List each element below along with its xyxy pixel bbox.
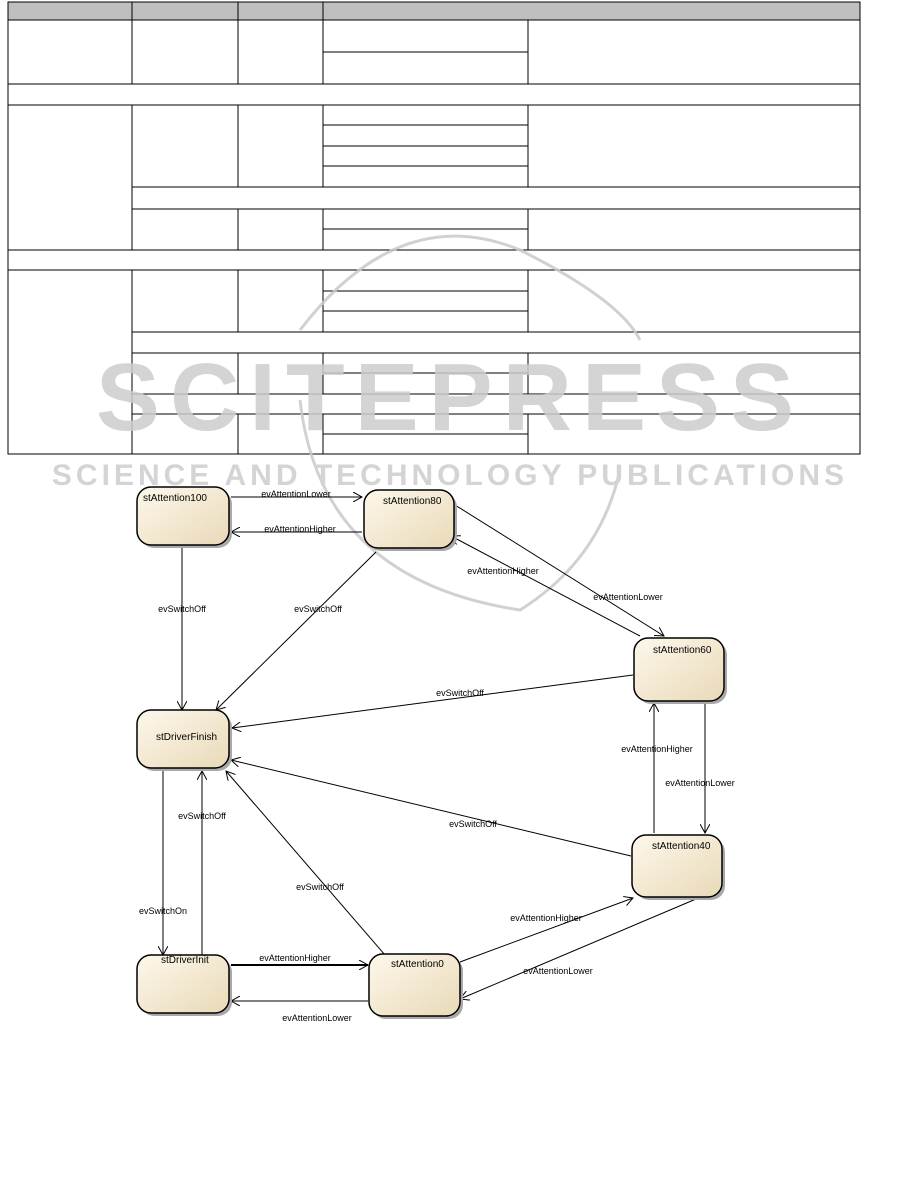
transition-label: evAttentionLower (593, 592, 663, 602)
table-cell (322, 104, 529, 126)
watermark-swoosh-top (298, 234, 642, 341)
table-cell (131, 19, 239, 85)
table-cell (237, 104, 324, 188)
transition-edge (226, 771, 386, 956)
table-cell (322, 208, 529, 230)
transition-label: evAttentionHigher (467, 566, 539, 576)
table-header-cell (322, 1, 861, 21)
state-node-stAttention60: stAttention60 (633, 637, 727, 704)
state-diagram: evAttentionLower evAttentionHigher evSwi… (136, 486, 735, 1023)
table-header-cell (7, 1, 133, 21)
state-label: stAttention40 (652, 841, 711, 852)
table-cell (527, 269, 861, 333)
transition-label: evAttentionHigher (259, 953, 331, 963)
state-node-stAttention80: stAttention80 (363, 489, 457, 551)
table-cell (322, 290, 529, 312)
table-cell (131, 269, 239, 333)
data-table (7, 1, 861, 455)
table-cell (527, 104, 861, 188)
table-cell (237, 208, 324, 251)
state-box (633, 637, 725, 702)
transition-label: evAttentionLower (665, 778, 735, 788)
table-span-row (7, 249, 861, 271)
watermark-title: SCITEPRESS (96, 344, 804, 451)
transition-edge (451, 536, 641, 637)
table-cell (322, 124, 529, 147)
table-cell (322, 51, 529, 85)
table-cell (131, 208, 239, 251)
transition-label: evSwitchOff (158, 604, 206, 614)
table-cell (322, 165, 529, 188)
transition-label: evAttentionHigher (510, 913, 582, 923)
scitepress-watermark: SCITEPRESS SCIENCE AND TECHNOLOGY PUBLIC… (52, 234, 844, 612)
transition-label: evSwitchOff (449, 819, 497, 829)
transition-label: evAttentionHigher (264, 524, 336, 534)
table-cell (322, 310, 529, 333)
state-node-stDriverFinish: stDriverFinish (136, 709, 232, 771)
table-cell (237, 19, 324, 85)
table-cell (7, 269, 133, 455)
state-box (363, 489, 455, 549)
table-span-row (7, 83, 861, 106)
transition-edge (231, 760, 632, 857)
table-cell (237, 269, 324, 333)
transition-label: evSwitchOff (296, 882, 344, 892)
transition-label: evAttentionHigher (621, 744, 693, 754)
transition-label: evAttentionLower (282, 1013, 352, 1023)
state-box (368, 953, 461, 1017)
state-box (136, 486, 230, 546)
table-cell (131, 104, 239, 188)
transition-label: evSwitchOff (178, 811, 226, 821)
transition-edge (216, 551, 377, 710)
state-label: stDriverInit (161, 955, 209, 966)
state-box (136, 709, 230, 769)
state-node-stAttention0: stAttention0 (368, 953, 463, 1019)
state-node-stAttention100: stAttention100 (136, 486, 232, 548)
transition-label: evSwitchOff (436, 688, 484, 698)
transition-label: evAttentionLower (523, 966, 593, 976)
state-label: stAttention80 (383, 496, 442, 507)
state-box (631, 834, 723, 898)
state-label: stAttention0 (391, 959, 444, 970)
state-node-stAttention40: stAttention40 (631, 834, 725, 900)
table-header-cell (237, 1, 324, 21)
transition-edge (454, 504, 664, 636)
table-cell (322, 19, 529, 53)
transition-edge (459, 898, 633, 963)
transition-label: evAttentionLower (261, 489, 331, 499)
table-header-cell (131, 1, 239, 21)
transition-edge (460, 898, 697, 999)
state-label: stDriverFinish (156, 732, 217, 743)
table-cell (527, 19, 861, 85)
state-node-stDriverInit: stDriverInit (136, 954, 232, 1016)
table-cell (527, 413, 861, 455)
transitions: evAttentionLower evAttentionHigher evSwi… (139, 489, 735, 1023)
table-cell (131, 413, 239, 455)
table-span-row (131, 186, 861, 210)
table-cell (7, 104, 133, 251)
table-cell (7, 19, 133, 85)
table-cell (322, 145, 529, 167)
transition-label: evSwitchOff (294, 604, 342, 614)
transition-label: evSwitchOn (139, 906, 187, 916)
state-label: stAttention60 (653, 645, 712, 656)
state-box (136, 954, 230, 1014)
table-cell (527, 208, 861, 251)
transition-edge (232, 674, 634, 728)
table-cell (131, 352, 239, 395)
state-label: stAttention100 (143, 493, 207, 504)
watermark-swoosh-bottom (298, 399, 622, 612)
